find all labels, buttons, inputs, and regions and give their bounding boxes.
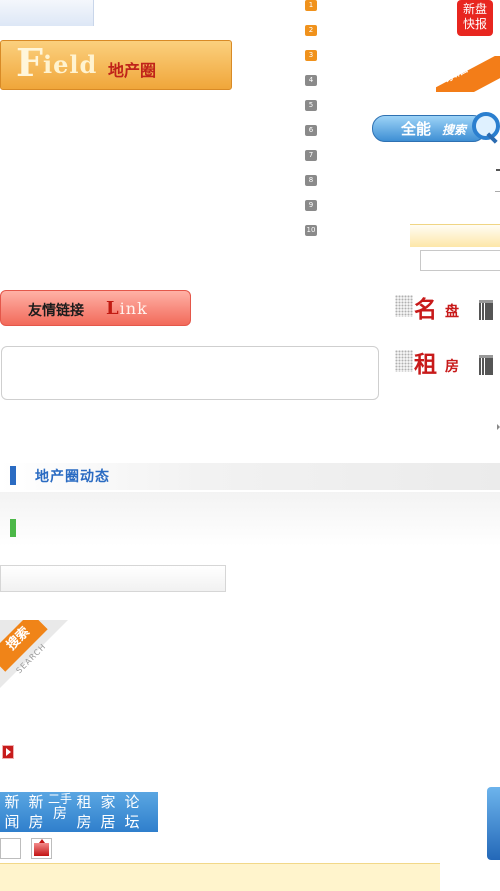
top-left-tab[interactable] [0,0,94,26]
red-house-roof [39,839,45,843]
rank-badge-8: 8 [305,175,317,186]
magnifier-icon [472,112,500,140]
building-icon [479,300,493,320]
right-side-tabs[interactable] [487,787,500,860]
omni-search-label-small: 搜索 [442,123,467,137]
section-marker [10,519,16,537]
field-header-letter: F [16,40,43,85]
famous-title-big: 名 [414,297,437,323]
dots-pattern-icon [395,350,413,372]
nav-tab-home[interactable]: 家 居 [96,792,120,832]
rent-title-small: 房 [445,359,459,375]
rank-badge-5: 5 [305,100,317,111]
nav-tab-rent[interactable]: 租 房 [72,792,96,832]
nav-tab-second-hand-top: 二手 [48,792,73,806]
nav-tab-news-top: 新 [4,793,20,811]
nav-tab-home-bottom: 居 [100,813,116,831]
dynamics-title: 地产圈动态 [35,469,110,485]
nav-tab-second-hand[interactable]: 二手 房 [48,792,73,823]
rank-badge-7: 7 [305,150,317,161]
field-header-bar [0,40,232,90]
side-panel-header [410,224,500,247]
new-listings-line1: 新盘 [462,2,487,16]
nav-tab-news[interactable]: 新 闻 [0,792,24,832]
rank-badge-2: 2 [305,25,317,36]
field-header-title: 地产圈 [108,61,157,80]
building-icon [479,355,493,375]
friend-links-panel [1,346,379,400]
divider-line [495,191,500,192]
footer-yellow-bar [0,863,440,891]
dynamics-marker [10,466,16,485]
search-ribbon: 搜索 SEARCH [0,620,68,688]
divider-dash [496,169,500,171]
dynamics-header-bar [0,463,500,490]
rank-badge-1: 1 [305,0,317,11]
friend-links-header-bar [0,290,191,326]
friend-links-title: 友情链接 [28,303,84,319]
nav-tab-news-bottom: 闻 [4,813,20,831]
red-house-icon[interactable] [31,838,52,859]
dots-pattern-icon [395,295,413,317]
field-header-word: ield [43,50,98,79]
rank-badge-3: 3 [305,50,317,61]
checkbox[interactable] [0,838,21,859]
nav-tab-rent-bottom: 房 [76,813,92,831]
omni-search-label: 全能 [401,120,432,138]
nav-tab-forum[interactable]: 论 坛 [120,792,144,832]
nav-tab-second-hand-bottom: 房 [53,806,67,822]
rank-badge-10: 10 [305,225,317,236]
side-search-input[interactable] [420,250,500,271]
rank-badge-4: 4 [305,75,317,86]
nav-tab-new-homes[interactable]: 新 房 [24,792,48,832]
nav-tabs: 新 闻 新 房 二手 房 租 房 家 居 论 坛 [0,792,158,832]
new-listings-badge[interactable]: 新盘 快报 [457,0,493,36]
nav-tab-new-homes-bottom: 房 [28,813,44,831]
gray-strip [0,565,226,592]
nav-tab-forum-top: 论 [124,793,140,811]
rank-badge-6: 6 [305,125,317,136]
rank-badge-9: 9 [305,200,317,211]
omni-search-button[interactable] [372,115,486,142]
arrow-right-icon[interactable] [497,424,500,430]
home-ribbon[interactable]: 家居 [436,56,500,92]
nav-tab-new-homes-top: 新 [28,793,44,811]
section-header-bar [0,492,500,546]
nav-tab-home-top: 家 [100,793,116,811]
play-arrow-icon[interactable] [2,745,14,759]
nav-tab-rent-top: 租 [76,793,92,811]
friend-links-en: Link [106,298,148,319]
red-house-body [34,843,49,856]
nav-tab-forum-bottom: 坛 [124,813,140,831]
famous-title-small: 盘 [445,304,459,320]
rent-title-big: 租 [414,352,437,378]
friend-links-en-rest: ink [119,299,148,318]
new-listings-line2: 快报 [462,17,487,31]
friend-links-en-first: L [106,298,120,319]
